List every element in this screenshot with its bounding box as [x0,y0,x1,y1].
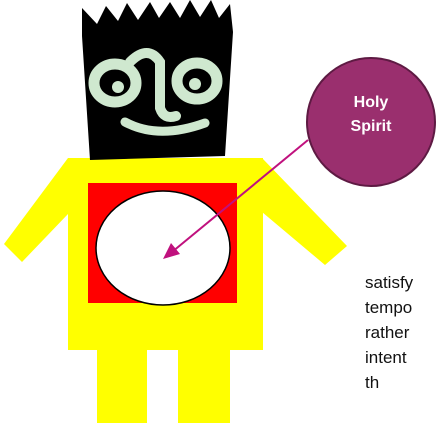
right-leg [178,350,230,423]
heart-circle [96,191,230,305]
bubble-text-line1: Holy [354,94,389,111]
text-line: satisfy [365,270,441,295]
partial-body-text: satisfy tempo rather intent th [365,270,441,423]
bubble-text-line2: Spirit [351,118,393,135]
left-leg [97,350,147,423]
left-arm [4,158,68,262]
text-line: intent [365,345,441,370]
left-pupil [112,81,124,93]
text-line: tempo [365,295,441,320]
text-line: th [365,370,441,395]
text-line: rather [365,320,441,345]
right-pupil [189,78,201,90]
